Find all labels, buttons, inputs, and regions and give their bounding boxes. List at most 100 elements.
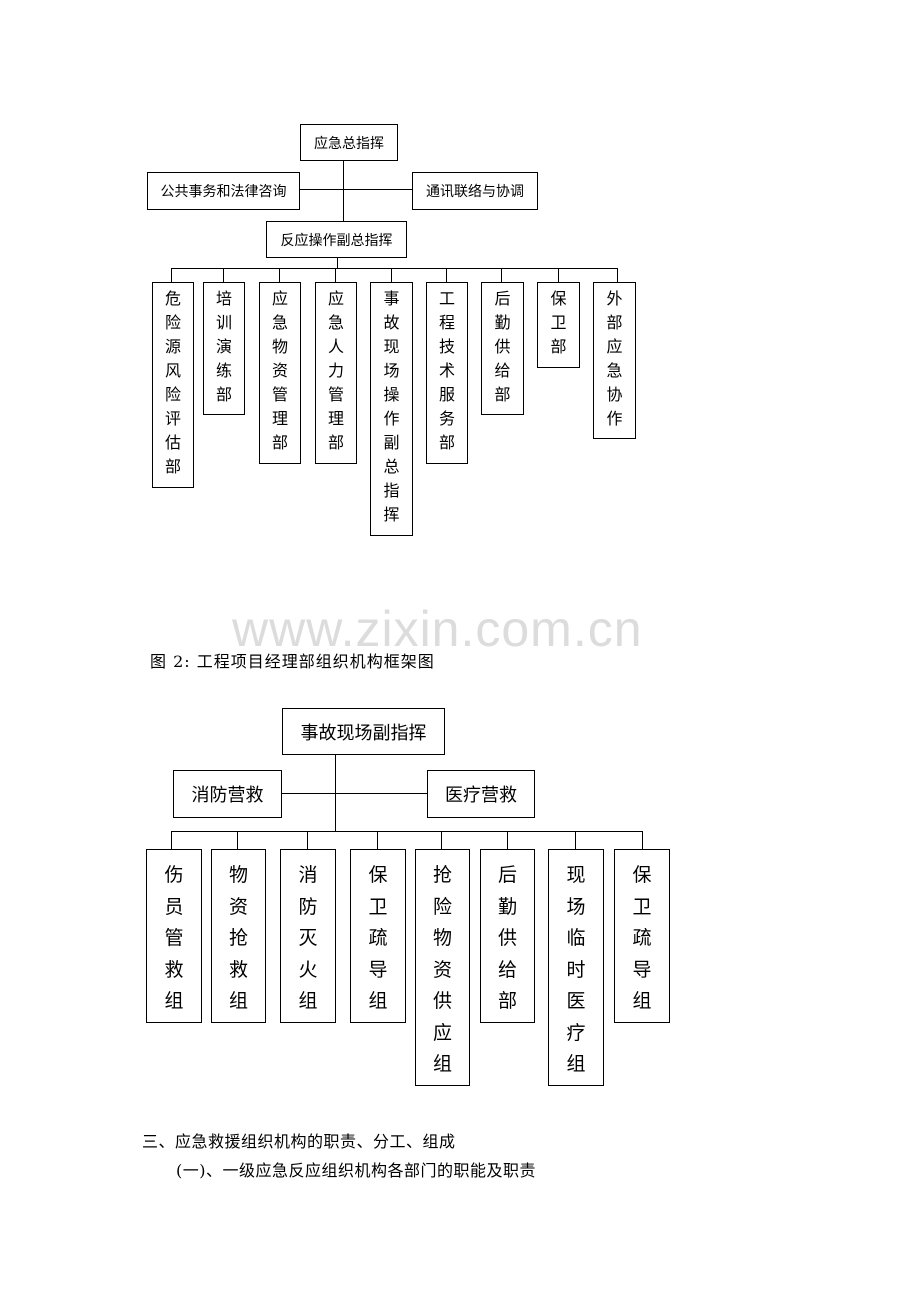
label-char: 医 xyxy=(566,990,586,1012)
label-char: 操 xyxy=(383,385,400,404)
label-char: 程 xyxy=(438,313,455,332)
label-char: 给 xyxy=(497,958,517,981)
label-char: 后 xyxy=(494,289,511,308)
label-char: 危 xyxy=(164,289,181,308)
label-char: 组 xyxy=(632,990,652,1012)
label-char: 员 xyxy=(164,895,184,918)
label-char: 抢 xyxy=(432,864,452,886)
node-group-1: 物资抢救组 xyxy=(211,849,266,1023)
label-char: 给 xyxy=(494,361,511,380)
node-group-4: 抢险物资供应组 xyxy=(415,849,470,1086)
node-group-7: 保卫疏导组 xyxy=(614,849,670,1023)
node-chief-commander: 应急总指挥 xyxy=(300,124,398,161)
label-char: 保 xyxy=(550,289,567,308)
connector-line xyxy=(441,831,442,849)
label-char: 急 xyxy=(271,313,288,332)
node-group-6: 现场临时医疗组 xyxy=(548,849,604,1086)
label-char: 导 xyxy=(632,958,652,981)
connector-line xyxy=(501,268,502,282)
label-char: 疏 xyxy=(368,927,388,949)
connector-line xyxy=(237,831,238,849)
connector-line xyxy=(377,831,378,849)
label-char: 卫 xyxy=(550,313,567,332)
label-char: 术 xyxy=(438,361,455,380)
label-char: 力 xyxy=(327,361,344,380)
figure-caption: 图 2: 工程项目经理部组织机构框架图 xyxy=(150,652,435,671)
label-char: 卫 xyxy=(632,895,652,918)
label-char: 保 xyxy=(632,864,652,886)
connector-line xyxy=(642,831,643,849)
label-char: 急 xyxy=(606,361,623,380)
vertical-label: 消防灭火组 xyxy=(298,860,317,1018)
label-char: 副 xyxy=(383,433,400,452)
node-group-2: 消防灭火组 xyxy=(280,849,336,1023)
label-char: 场 xyxy=(383,361,400,380)
node-group-3: 保卫疏导组 xyxy=(350,849,406,1023)
node-dept-0: 危险源风险评估部 xyxy=(152,282,194,488)
vertical-label: 培训演练部 xyxy=(216,287,232,407)
label-char: 风 xyxy=(164,361,181,380)
node-public-affairs-legal: 公共事务和法律咨询 xyxy=(147,172,300,210)
label-char: 险 xyxy=(432,895,452,918)
label-char: 应 xyxy=(271,289,288,308)
label-char: 物 xyxy=(432,927,452,949)
label-char: 勤 xyxy=(494,313,511,332)
label-char: 物 xyxy=(271,337,288,356)
node-dept-3: 应急人力管理部 xyxy=(315,282,357,464)
label-char: 管 xyxy=(164,927,184,949)
vertical-label: 工程技术服务部 xyxy=(439,287,455,455)
connector-line xyxy=(223,268,224,282)
label-char: 时 xyxy=(566,958,586,981)
node-dept-8: 外部应急协作 xyxy=(593,282,636,439)
label-char: 总 xyxy=(383,457,400,476)
vertical-label: 外部应急协作 xyxy=(606,287,622,431)
label-char: 工 xyxy=(438,289,455,308)
label-char: 作 xyxy=(606,409,623,428)
vertical-label: 后勤供给部 xyxy=(494,287,510,407)
connector-line xyxy=(343,161,344,227)
label-char: 导 xyxy=(368,958,388,981)
label-char: 救 xyxy=(228,958,248,981)
label-char: 应 xyxy=(432,1021,452,1044)
connector-line xyxy=(171,831,643,832)
connector-line xyxy=(171,268,172,282)
label-char: 管 xyxy=(327,385,344,404)
label-char: 现 xyxy=(383,337,400,356)
label-char: 源 xyxy=(164,337,181,356)
node-dept-2: 应急物资管理部 xyxy=(259,282,301,464)
vertical-label: 保卫部 xyxy=(550,287,566,359)
connector-line xyxy=(307,831,308,849)
subsection-heading: (一)、一级应急反应组织机构各部门的职能及职责 xyxy=(176,1161,536,1180)
label-char: 资 xyxy=(228,895,248,918)
label-char: 部 xyxy=(215,385,232,404)
connector-line xyxy=(300,189,412,190)
label-char: 资 xyxy=(432,958,452,981)
label-char: 部 xyxy=(271,433,288,452)
connector-line xyxy=(279,268,280,282)
node-dept-7: 保卫部 xyxy=(537,282,580,368)
label-char: 应 xyxy=(327,289,344,308)
label-char: 练 xyxy=(215,361,232,380)
label-char: 火 xyxy=(298,958,318,981)
label-char: 组 xyxy=(298,990,318,1012)
label-char: 挥 xyxy=(383,505,400,524)
node-communication-coordination: 通讯联络与协调 xyxy=(412,172,538,210)
label-char: 技 xyxy=(438,337,455,356)
label-char: 组 xyxy=(566,1053,586,1075)
label-char: 险 xyxy=(164,385,181,404)
label-char: 临 xyxy=(566,927,586,949)
label-char: 组 xyxy=(368,990,388,1012)
node-dept-1: 培训演练部 xyxy=(203,282,245,415)
label-char: 部 xyxy=(550,337,567,356)
connector-line xyxy=(171,268,618,269)
label-char: 后 xyxy=(497,864,517,886)
connector-line xyxy=(391,268,392,282)
label-char: 组 xyxy=(228,990,248,1012)
node-dept-4: 事故现场操作副总指挥 xyxy=(370,282,413,536)
label-char: 场 xyxy=(566,895,586,918)
label-char: 指 xyxy=(383,481,400,500)
connector-line xyxy=(558,268,559,282)
connector-line xyxy=(337,258,338,269)
label-char: 部 xyxy=(494,385,511,404)
label-char: 救 xyxy=(164,958,184,981)
